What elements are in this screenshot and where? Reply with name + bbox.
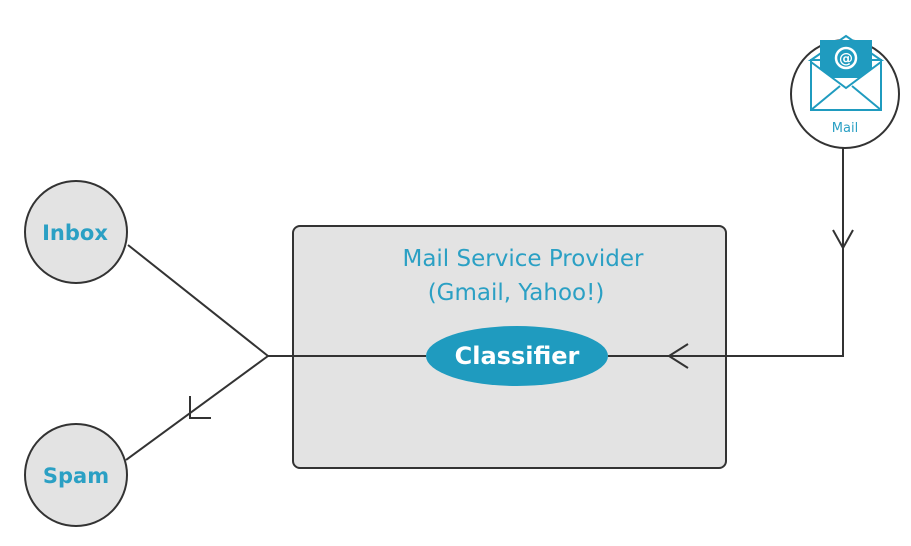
inbox-node [24,180,128,284]
arrowhead-down [832,229,854,251]
mail-label: Mail [832,121,858,136]
classifier-ellipse [426,326,608,386]
arrowhead-left [667,343,689,369]
junction-to-spam-line [125,355,269,461]
inbox-label: Inbox [42,221,108,245]
spam-label: Spam [43,464,109,488]
arrowhead-to-spam [189,396,211,419]
provider-title-line2: (Gmail, Yahoo!) [428,280,605,306]
classifier-label: Classifier [455,342,580,370]
svg-text:@: @ [839,51,853,67]
junction-to-inbox-line [127,244,269,357]
provider-title-line1: Mail Service Provider [402,246,644,272]
spam-node [24,423,128,527]
envelope-at-icon: @ [807,34,885,111]
mail-to-classifier-line [608,148,844,357]
